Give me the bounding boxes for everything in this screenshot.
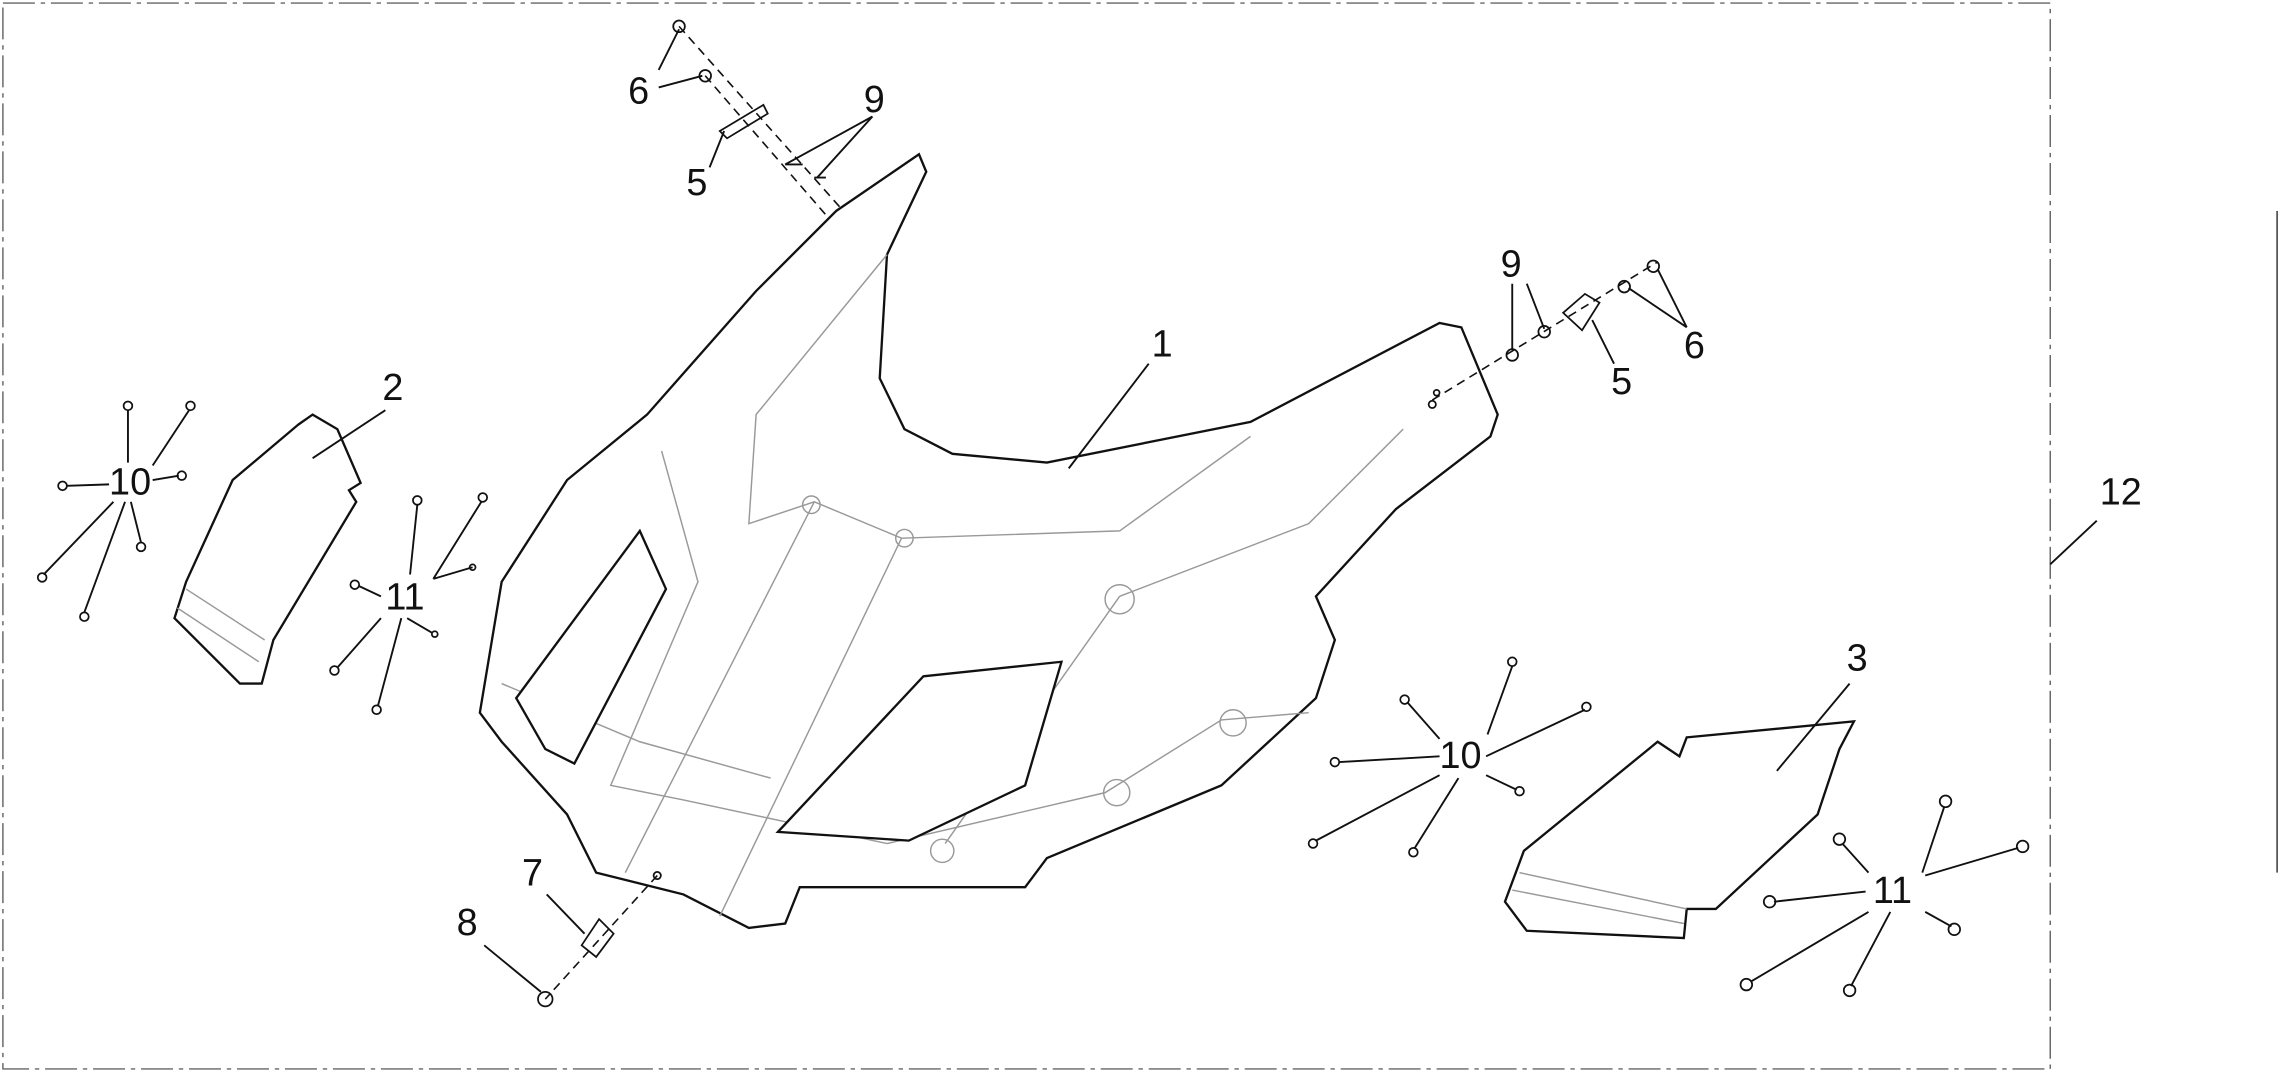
callout-7: 7: [522, 853, 543, 895]
callout-9-right: 9: [1501, 243, 1522, 285]
callout-1: 1: [1152, 323, 1173, 365]
callout-10-right: 10: [1440, 735, 1482, 777]
callout-9-top: 9: [864, 79, 885, 121]
callout-5-top: 5: [686, 162, 707, 204]
part-3-right-panel: [1503, 720, 1856, 940]
part-2-left-panel: [173, 413, 363, 685]
leader-lines: [42, 28, 2098, 993]
callouts: 6 9 5 1 9 5 6 2 10 11 12 3 10 11 7 8: [109, 70, 2142, 944]
part-1-front-fairing: [478, 152, 1499, 930]
kit-frame: [2, 2, 2051, 1070]
callout-5-right: 5: [1611, 361, 1632, 403]
callout-2: 2: [382, 367, 403, 409]
callout-11-left: 11: [385, 576, 424, 618]
callout-6-right: 6: [1684, 325, 1705, 367]
callout-10-left: 10: [109, 462, 151, 504]
callout-8: 8: [457, 902, 478, 944]
callout-11-right: 11: [1873, 870, 1912, 912]
callout-3: 3: [1847, 638, 1868, 680]
callout-6-top: 6: [628, 70, 649, 112]
callout-12: 12: [2100, 472, 2142, 514]
hardware: [36, 19, 2030, 1008]
